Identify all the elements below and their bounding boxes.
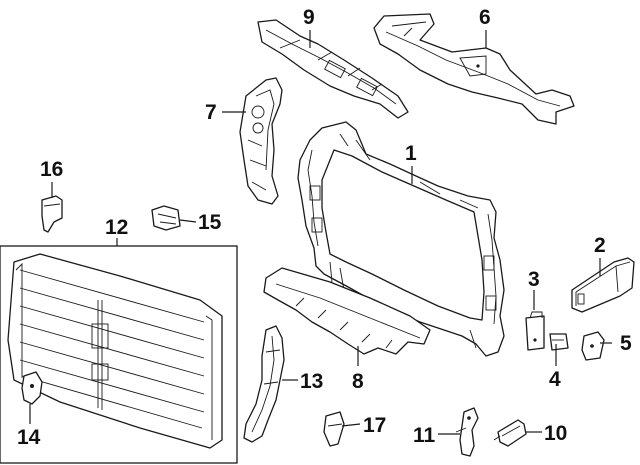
- part-10-sensor: [493, 419, 527, 447]
- part-15-clip: [151, 205, 181, 231]
- callout-5: 5: [620, 332, 632, 355]
- part-12-box: [0, 238, 238, 464]
- callout-8: 8: [352, 370, 364, 393]
- callout-6: 6: [479, 6, 491, 29]
- part-14-actuator: [21, 371, 43, 405]
- callout-2: 2: [594, 234, 606, 257]
- callout-3: 3: [528, 268, 540, 291]
- callout-15: 15: [198, 211, 222, 234]
- callout-4: 4: [549, 368, 561, 391]
- part-9-upper-tie-bar: [257, 19, 409, 119]
- callout-13: 13: [300, 370, 323, 393]
- part-7-side-bracket: [239, 77, 283, 205]
- part-6-upper-support-bar: [373, 13, 575, 125]
- part-16-sensor-bracket: [41, 195, 63, 233]
- callout-7: 7: [205, 101, 217, 124]
- part-2-side-member: [571, 257, 635, 313]
- callout-labels: 1 2 3 4 5 6 7 8 9 10 11 12 13 14 15 16 1…: [17, 6, 632, 449]
- part-4-clip: [549, 333, 569, 351]
- part-8-lower-deflector: [263, 267, 431, 355]
- callout-11: 11: [413, 424, 436, 447]
- part-1-radiator-support: [297, 121, 505, 357]
- part-12-grille-shutter: [7, 253, 223, 449]
- leader-lines: [29, 30, 612, 435]
- callout-16: 16: [40, 158, 63, 181]
- callout-1: 1: [405, 142, 417, 165]
- callout-9: 9: [303, 6, 315, 29]
- part-11-latch: [455, 407, 479, 457]
- part-3-bracket: [525, 311, 545, 351]
- callout-17: 17: [363, 414, 386, 437]
- callout-12: 12: [105, 216, 128, 239]
- callout-14: 14: [17, 426, 41, 449]
- part-17-clip: [323, 411, 345, 447]
- part-13-lower-side-bracket: [243, 325, 285, 443]
- callout-10: 10: [544, 422, 567, 445]
- part-5-bracket: [581, 331, 605, 361]
